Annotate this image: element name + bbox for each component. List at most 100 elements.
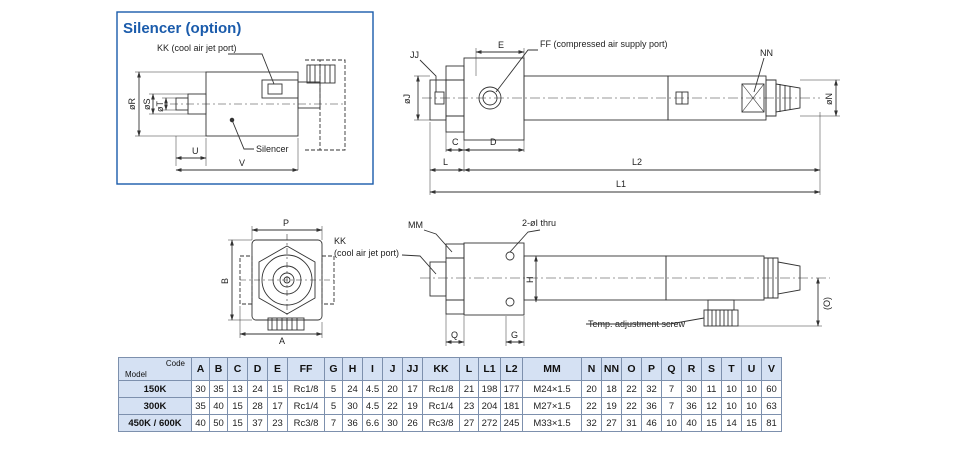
table-cell: 12 <box>701 397 722 415</box>
table-cell: 36 <box>342 414 363 432</box>
table-cell: 11 <box>701 380 722 398</box>
table-cell: 40 <box>681 414 702 432</box>
label-E: E <box>498 40 504 50</box>
dim-C: C <box>452 137 459 147</box>
technical-drawing: Silencer (option) KK (cool air jet port)… <box>116 11 840 346</box>
label-KK-port: (cool air jet port) <box>334 248 399 258</box>
dim-U: U <box>192 146 199 156</box>
table-cell: 14 <box>721 414 742 432</box>
table-cell: 36 <box>641 397 662 415</box>
end-view: P B A <box>220 218 335 346</box>
column-header: J <box>382 357 403 381</box>
table-cell: 35 <box>209 380 228 398</box>
table-cell: 28 <box>247 397 268 415</box>
table-cell: 10 <box>721 380 742 398</box>
table-cell: Rc1/8 <box>422 380 460 398</box>
dim-G: G <box>511 330 518 340</box>
corner-cell: Code Model <box>118 357 192 381</box>
table-cell: 23 <box>459 397 479 415</box>
dim-A: A <box>279 336 285 346</box>
table-cell: Rc3/8 <box>422 414 460 432</box>
table-cell: 20 <box>581 380 602 398</box>
table-cell: 23 <box>267 414 288 432</box>
corner-code: Code <box>165 359 185 368</box>
table-cell: M24×1.5 <box>522 380 582 398</box>
kk-label: KK (cool air jet port) <box>157 43 237 53</box>
table-cell: 15 <box>741 414 762 432</box>
column-header: U <box>741 357 762 381</box>
silencer-label: Silencer <box>256 144 289 154</box>
table-cell: Rc1/4 <box>287 397 325 415</box>
dim-R: øR <box>127 98 137 110</box>
column-header: NN <box>601 357 622 381</box>
column-header: O <box>621 357 642 381</box>
table-cell: 24 <box>342 380 363 398</box>
table-cell: 198 <box>478 380 501 398</box>
table-cell: 5 <box>324 397 343 415</box>
table-cell: 27 <box>601 414 622 432</box>
column-header: T <box>721 357 742 381</box>
table-cell: 63 <box>761 397 782 415</box>
model-cell: 450K / 600K <box>118 414 192 432</box>
table-cell: 24 <box>247 380 268 398</box>
table-cell: 13 <box>227 380 248 398</box>
column-header: S <box>701 357 722 381</box>
dim-B: B <box>220 278 230 284</box>
dim-J: øJ <box>402 94 412 104</box>
label-JJ: JJ <box>410 50 419 60</box>
column-header: G <box>324 357 343 381</box>
table-cell: 35 <box>191 397 210 415</box>
column-header: KK <box>422 357 460 381</box>
column-header: MM <box>522 357 582 381</box>
table-cell: 31 <box>621 414 642 432</box>
dim-Q: Q <box>451 330 458 340</box>
table-cell: 21 <box>459 380 479 398</box>
table-cell: M27×1.5 <box>522 397 582 415</box>
table-cell: 22 <box>382 397 403 415</box>
table-cell: 81 <box>761 414 782 432</box>
table-cell: 50 <box>209 414 228 432</box>
dim-O: (O) <box>822 297 832 310</box>
dim-T: øT <box>155 101 165 112</box>
column-header: C <box>227 357 248 381</box>
table-cell: 30 <box>342 397 363 415</box>
table-cell: 245 <box>500 414 523 432</box>
table-cell: 19 <box>402 397 423 415</box>
table-cell: 15 <box>227 414 248 432</box>
table-cell: 18 <box>601 380 622 398</box>
label-MM: MM <box>408 220 423 230</box>
table-cell: 15 <box>267 380 288 398</box>
table-cell: 5 <box>324 380 343 398</box>
table-cell: 15 <box>701 414 722 432</box>
table-cell: 4.5 <box>362 380 383 398</box>
column-header: N <box>581 357 602 381</box>
table-cell: 60 <box>761 380 782 398</box>
table-cell: 22 <box>621 380 642 398</box>
table-cell: 26 <box>402 414 423 432</box>
dim-H: H <box>525 277 535 284</box>
column-header: D <box>247 357 268 381</box>
side-view: JJ E FF (compressed air supply port) NN … <box>402 39 840 195</box>
dim-D: D <box>490 137 497 147</box>
table-cell: 32 <box>581 414 602 432</box>
table-cell: 17 <box>267 397 288 415</box>
dim-L2: L2 <box>632 157 642 167</box>
column-header: H <box>342 357 363 381</box>
table-cell: 10 <box>741 380 762 398</box>
dim-N: øN <box>824 93 834 105</box>
column-header: L1 <box>478 357 501 381</box>
table-cell: 22 <box>621 397 642 415</box>
table-cell: 32 <box>641 380 662 398</box>
table-cell: 30 <box>681 380 702 398</box>
label-KK: KK <box>334 236 346 246</box>
table-cell: Rc1/4 <box>422 397 460 415</box>
table-cell: 10 <box>741 397 762 415</box>
table-cell: 10 <box>721 397 742 415</box>
table-cell: 40 <box>209 397 228 415</box>
dim-P: P <box>283 218 289 228</box>
table-cell: 4.5 <box>362 397 383 415</box>
column-header: A <box>191 357 210 381</box>
silencer-title: Silencer (option) <box>123 20 241 37</box>
